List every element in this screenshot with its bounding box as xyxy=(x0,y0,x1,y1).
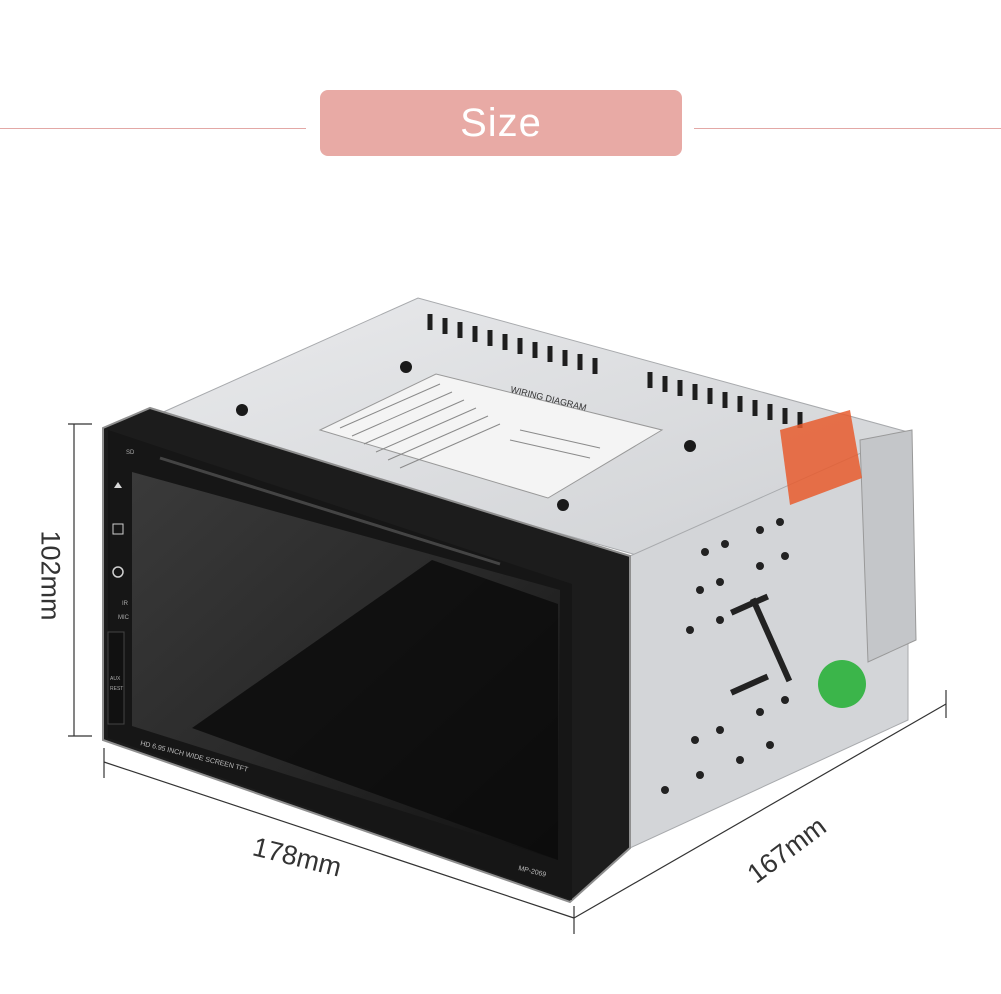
aux-port-cover xyxy=(107,631,125,725)
side-holes xyxy=(661,518,789,794)
mic-label: MIC xyxy=(118,615,130,621)
power-icon xyxy=(112,566,124,578)
right-divider-line xyxy=(694,128,1001,129)
left-divider-line xyxy=(0,128,306,129)
ir-label: IR xyxy=(122,601,129,607)
sd-label: SD xyxy=(126,450,135,456)
aux-label: AUX xyxy=(110,676,121,682)
bezel-buttons xyxy=(112,482,124,578)
depth-line xyxy=(573,703,947,919)
width-line xyxy=(103,761,575,919)
side-bracket xyxy=(859,429,917,663)
wiring-sticker xyxy=(318,373,664,499)
side-slots xyxy=(730,593,793,696)
green-seal-sticker xyxy=(818,660,866,708)
menu-grid-icon xyxy=(112,523,124,535)
dimension-lines xyxy=(68,423,947,934)
eject-icon xyxy=(114,482,122,488)
height-dimension-label: 102mm xyxy=(35,530,66,621)
orange-warning-sticker xyxy=(780,410,862,505)
sticker-lines xyxy=(339,383,601,469)
disc-slot xyxy=(159,456,501,566)
chassis-screw-holes xyxy=(236,361,696,511)
section-title: Size xyxy=(320,90,682,156)
vent-slots xyxy=(427,314,803,428)
rest-label: REST xyxy=(110,686,123,692)
screen-reflection xyxy=(192,560,558,860)
